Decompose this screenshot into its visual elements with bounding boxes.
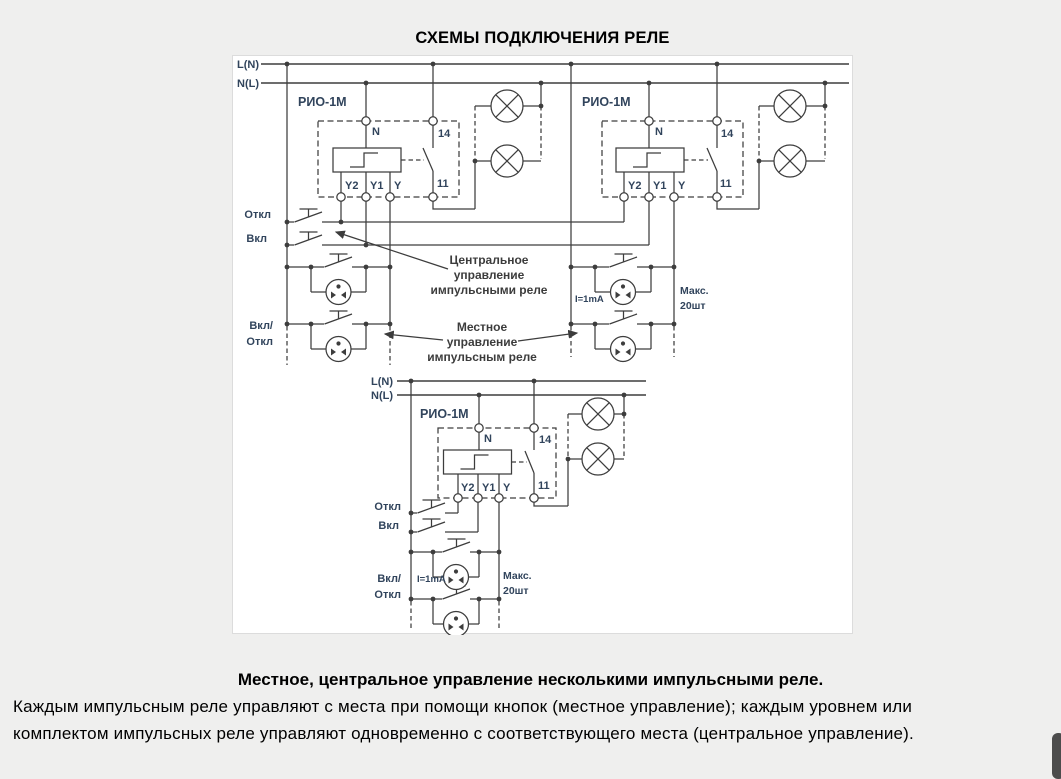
pushbutton-icon bbox=[608, 253, 638, 270]
terminal-label-y2: Y2 bbox=[628, 180, 641, 192]
local-annotation-1: Местное bbox=[457, 320, 508, 334]
illuminated-button-icon bbox=[442, 610, 470, 635]
bus-label-l: L(N) bbox=[371, 376, 393, 388]
terminal-label-14: 14 bbox=[438, 128, 451, 140]
wiring-diagram-svg: L(N) N(L) РИО-1М РИО-1М N 14 Y2 Y1 Y 11 … bbox=[237, 59, 849, 635]
illuminated-button-icon bbox=[442, 563, 470, 591]
switch-label-onoff-1: Вкл/ bbox=[377, 573, 401, 585]
terminal-label-14: 14 bbox=[539, 434, 552, 446]
switch-label-off: Откл bbox=[244, 209, 271, 221]
lamp-icon bbox=[773, 144, 807, 178]
pushbutton-icon bbox=[608, 310, 638, 327]
pushbutton-icon bbox=[323, 310, 353, 327]
illuminated-button-icon bbox=[609, 278, 637, 306]
pushbutton-icon bbox=[441, 538, 471, 555]
central-control-arrow bbox=[334, 230, 449, 270]
top-diagram bbox=[261, 60, 849, 365]
local-control-arrow-left bbox=[383, 330, 444, 341]
terminal-label-n: N bbox=[372, 126, 380, 138]
lamp-icon bbox=[581, 397, 615, 431]
caption-line-2: комплектом импульсных реле управляют одн… bbox=[13, 724, 914, 743]
max-note-2: 20шт bbox=[680, 300, 706, 312]
caption-block: Местное, центральное управление нескольк… bbox=[0, 670, 1061, 744]
bus-label-n: N(L) bbox=[371, 390, 393, 402]
impulse-relay-coil bbox=[332, 147, 402, 173]
switch-label-off: Откл bbox=[374, 501, 401, 513]
local-control-arrow-right bbox=[517, 329, 579, 342]
illuminated-button-icon bbox=[325, 335, 352, 363]
impulse-relay-coil bbox=[442, 449, 513, 475]
lamp-icon bbox=[490, 89, 524, 123]
impulse-relay-coil bbox=[615, 147, 685, 173]
pushbutton-on-icon bbox=[416, 518, 446, 535]
bus-label-l: L(N) bbox=[237, 59, 259, 71]
lamp-icon bbox=[773, 89, 807, 123]
central-annotation-1: Центральное bbox=[450, 253, 529, 267]
bus-label-n: N(L) bbox=[237, 78, 259, 90]
terminal-label-11: 11 bbox=[437, 178, 449, 190]
max-note-1: Макс. bbox=[503, 570, 532, 582]
switch-label-onoff-1: Вкл/ bbox=[249, 320, 273, 332]
pushbutton-off-icon bbox=[416, 499, 446, 516]
central-annotation-3: импульсными реле bbox=[431, 283, 548, 297]
caption-heading: Местное, центральное управление нескольк… bbox=[237, 670, 824, 689]
bottom-diagram-labels: L(N) N(L) РИО-1М N 14 Y2 Y1 Y 11 Откл Вк… bbox=[371, 376, 552, 601]
central-annotation-2: управление bbox=[454, 268, 525, 282]
caption-line-1: Каждым импульсным реле управляют с места… bbox=[13, 697, 913, 716]
terminal-label-n: N bbox=[655, 126, 663, 138]
terminal-label-y1: Y1 bbox=[482, 482, 495, 494]
terminal-label-11: 11 bbox=[538, 480, 550, 492]
relay-model-label: РИО-1М bbox=[420, 407, 469, 421]
local-annotation-2: управление bbox=[447, 335, 518, 349]
wiring-diagram-panel: L(N) N(L) РИО-1М РИО-1М N 14 Y2 Y1 Y 11 … bbox=[232, 55, 853, 635]
scrollbar-thumb[interactable] bbox=[1052, 733, 1061, 779]
pushbutton-icon bbox=[323, 253, 353, 270]
terminal-label-y: Y bbox=[503, 482, 511, 494]
current-note: I=1mA bbox=[575, 294, 604, 305]
switch-label-on: Вкл bbox=[378, 520, 399, 532]
terminal-label-11: 11 bbox=[720, 178, 732, 190]
switch-label-onoff-2: Откл bbox=[374, 589, 401, 601]
top-diagram-labels: L(N) N(L) РИО-1М РИО-1М N 14 Y2 Y1 Y 11 … bbox=[237, 59, 734, 364]
current-note: I=1mA bbox=[417, 574, 446, 585]
switch-label-on: Вкл bbox=[246, 233, 267, 245]
pushbutton-on-icon bbox=[293, 231, 323, 248]
terminal-label-y: Y bbox=[394, 180, 402, 192]
lamp-icon bbox=[490, 144, 524, 178]
terminal-label-y: Y bbox=[678, 180, 686, 192]
switch-label-onoff-2: Откл bbox=[246, 336, 273, 348]
relay-model-label: РИО-1М bbox=[298, 95, 347, 109]
local-annotation-3: импульсным реле bbox=[427, 350, 537, 364]
terminal-label-14: 14 bbox=[721, 128, 734, 140]
page-title: СХЕМЫ ПОДКЛЮЧЕНИЯ РЕЛЕ bbox=[415, 29, 670, 47]
pushbutton-off-icon bbox=[293, 208, 323, 225]
max-note-1: Макс. bbox=[680, 285, 709, 297]
relay-model-label: РИО-1М bbox=[582, 95, 631, 109]
lamp-icon bbox=[581, 442, 615, 476]
terminal-label-y2: Y2 bbox=[461, 482, 474, 494]
max-note-2: 20шт bbox=[503, 585, 529, 597]
illuminated-button-icon bbox=[325, 278, 352, 306]
illuminated-button-icon bbox=[609, 335, 637, 363]
terminal-label-n: N bbox=[484, 433, 492, 445]
terminal-label-y1: Y1 bbox=[653, 180, 666, 192]
terminal-label-y2: Y2 bbox=[345, 180, 358, 192]
bottom-diagram bbox=[397, 377, 646, 635]
terminal-label-y1: Y1 bbox=[370, 180, 383, 192]
